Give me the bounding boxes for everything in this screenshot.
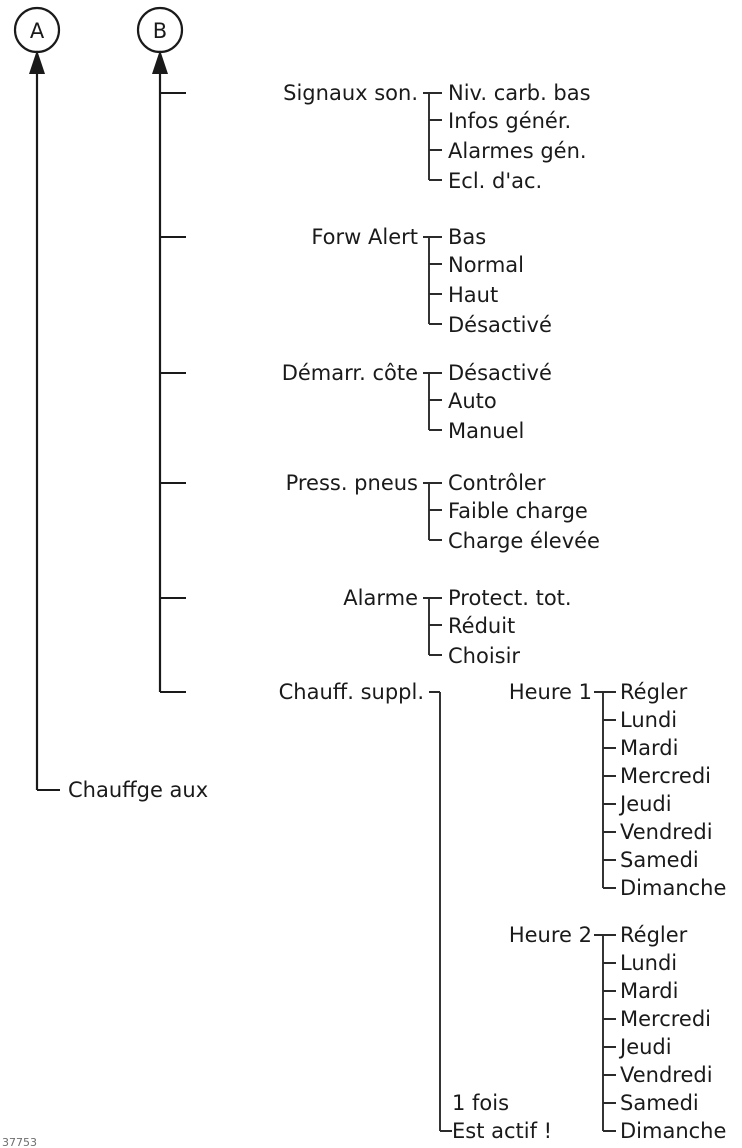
menu-option-label: Réduit — [448, 614, 515, 638]
menu-option-label: Samedi — [620, 1091, 699, 1115]
menu-item-press-pneus-label: Press. pneus — [286, 471, 418, 495]
menu-option-label: Mardi — [620, 736, 678, 760]
arrow-head-a-icon — [29, 50, 45, 74]
menu-option-label: Normal — [448, 253, 524, 277]
submenu-item-heure-2-label: Heure 2 — [509, 923, 592, 947]
menu-option-label: Bas — [448, 225, 486, 249]
menu-option-label: Régler — [620, 923, 688, 947]
bracket-alarme — [423, 597, 442, 656]
menu-option-label: Vendredi — [620, 1063, 713, 1087]
menu-option-label: Jeudi — [618, 1035, 672, 1059]
menu-option-label: Lundi — [620, 951, 677, 975]
menu-option-label: Choisir — [448, 644, 520, 668]
menu-option-label: Alarmes gén. — [448, 139, 587, 163]
menu-option-label: Mardi — [620, 979, 678, 1003]
bracket-heure-2 — [594, 934, 616, 1132]
menu-option-label: Ecl. d'ac. — [448, 169, 542, 193]
menu-item-alarme-label: Alarme — [343, 586, 418, 610]
connector-node-b: B — [136, 6, 184, 54]
branch-a-item-chauffge-aux-label: Chauffge aux — [68, 778, 208, 802]
bracket-chauff-suppl-spine — [429, 691, 452, 1132]
menu-option-label: Dimanche — [620, 1119, 726, 1143]
menu-option-label: Lundi — [620, 708, 677, 732]
menu-item-signaux-son-label: Signaux son. — [283, 81, 418, 105]
circle-a-label: A — [30, 19, 45, 43]
bracket-heure-1 — [594, 691, 616, 889]
menu-item-chauff-suppl-label: Chauff. suppl. — [279, 680, 424, 704]
bracket-press-pneus — [423, 482, 442, 541]
menu-item-forw-alert-label: Forw Alert — [311, 225, 418, 249]
menu-option-label: Contrôler — [448, 471, 546, 495]
arrow-head-b-icon — [152, 50, 168, 74]
submenu-item-1-fois-label: 1 fois — [452, 1091, 509, 1115]
menu-option-label: Haut — [448, 283, 498, 307]
menu-option-label: Infos génér. — [448, 109, 571, 133]
page-reference-code: 37753 — [2, 1136, 37, 1148]
menu-option-label: Désactivé — [448, 361, 552, 385]
menu-option-label: Charge élevée — [448, 529, 600, 553]
menu-option-label: Régler — [620, 680, 688, 704]
menu-option-label: Mercredi — [620, 1007, 711, 1031]
menu-option-label: Désactivé — [448, 313, 552, 337]
menu-option-label: Samedi — [620, 848, 699, 872]
bracket-signaux-son — [423, 92, 442, 181]
menu-option-label: Dimanche — [620, 876, 726, 900]
submenu-item-est-actif-label: Est actif ! — [452, 1119, 552, 1143]
menu-option-label: Protect. tot. — [448, 586, 572, 610]
menu-option-label: Vendredi — [620, 820, 713, 844]
connector-node-a: A — [13, 6, 61, 54]
menu-option-label: Niv. carb. bas — [448, 81, 591, 105]
menu-option-label: Mercredi — [620, 764, 711, 788]
submenu-item-heure-1-label: Heure 1 — [509, 680, 592, 704]
menu-item-demarr-cote-label: Démarr. côte — [282, 361, 418, 385]
menu-option-label: Jeudi — [618, 792, 672, 816]
menu-option-label: Auto — [448, 389, 497, 413]
bracket-forw-alert — [423, 236, 442, 325]
menu-option-label: Faible charge — [448, 499, 588, 523]
circle-b-label: B — [153, 19, 167, 43]
bracket-demarr-cote — [423, 372, 442, 431]
menu-option-label: Manuel — [448, 419, 524, 443]
